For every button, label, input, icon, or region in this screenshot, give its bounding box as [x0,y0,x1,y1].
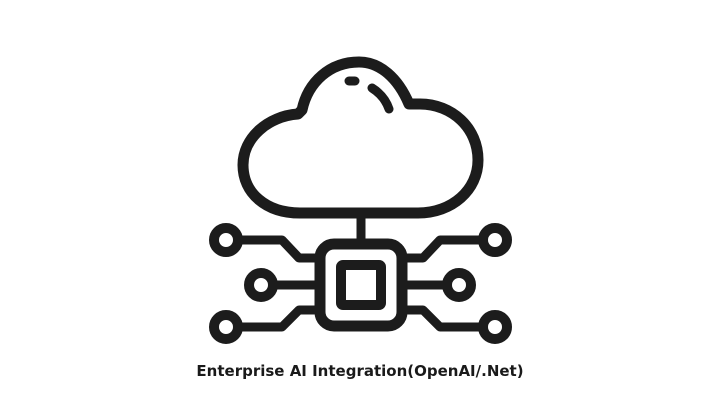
right-circuits [397,223,512,344]
chip-icon [314,238,408,332]
chip-core-icon [336,260,386,310]
cloud-icon [237,56,484,219]
caption-title: Enterprise AI Integration(OpenAI/.Net) [196,362,524,380]
cloud-highlight-arc [367,83,394,114]
left-circuits [209,223,325,344]
